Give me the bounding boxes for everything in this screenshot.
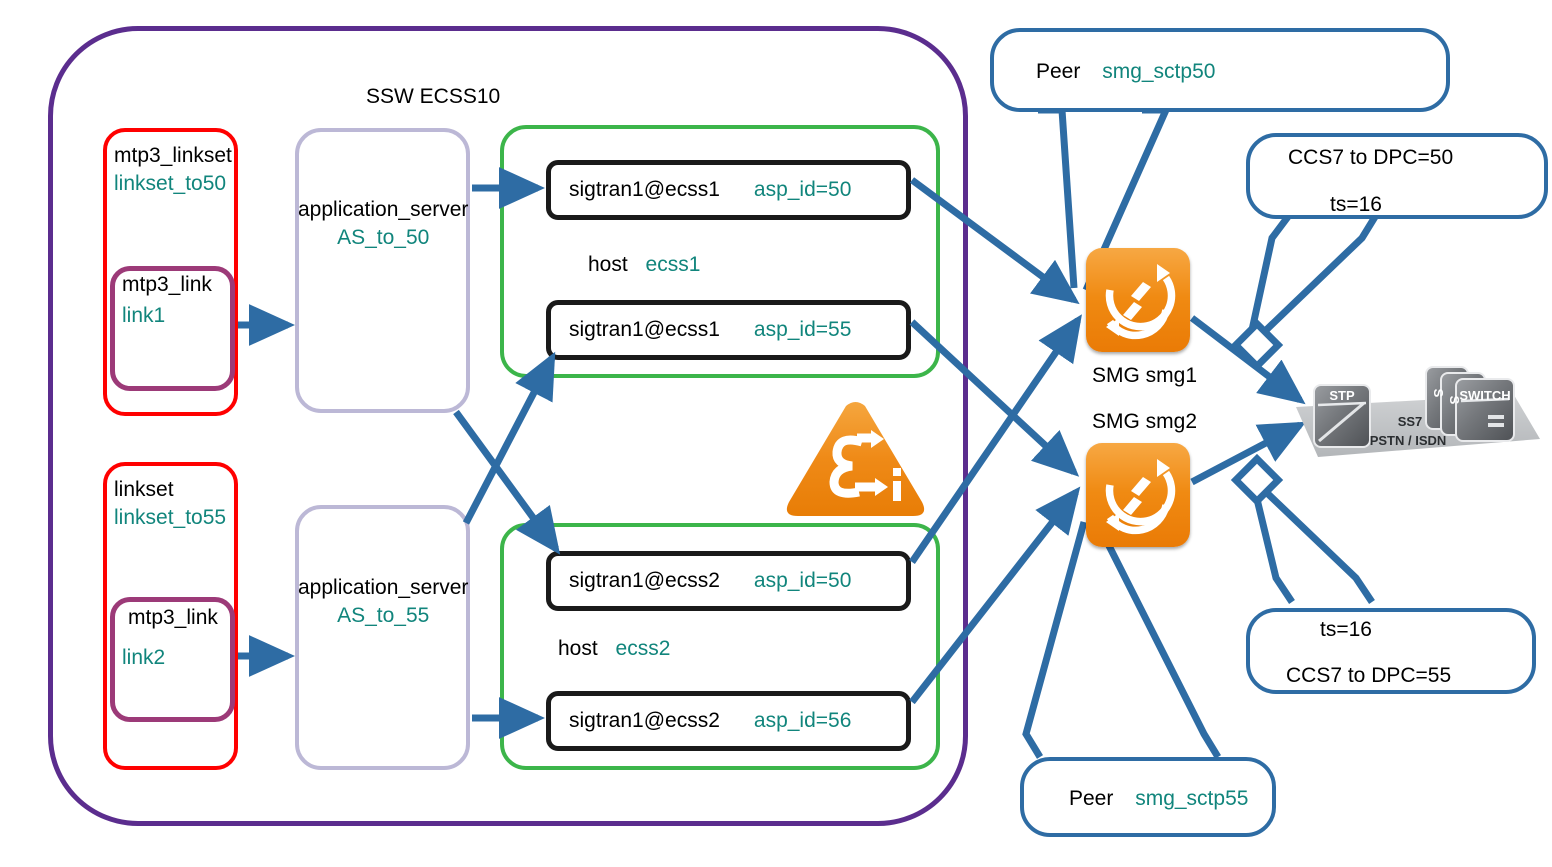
asp-name: sigtran1@ecss1 [569, 318, 720, 341]
arrow-as55-to-asp-ecss1-55 [462, 351, 556, 525]
linkset-to55-labels: linkset linkset_to55 [114, 476, 226, 531]
asp-name: sigtran1@ecss2 [569, 709, 720, 732]
arrow-asp-ecss2-50-to-smg1 [909, 314, 1082, 564]
asp-labels: sigtran1@ecss1 asp_id=55 [569, 318, 851, 342]
smg2-gateway-icon[interactable] [1086, 443, 1190, 547]
callout-tail-ccs7-50-right [1259, 210, 1381, 337]
arrow-asp-ecss2-56-to-smg2 [909, 486, 1081, 705]
host-type-label: host [588, 253, 628, 276]
stp-label: STP [1329, 388, 1355, 403]
callout-label: Peer smg_sctp50 [1036, 60, 1215, 84]
host-ecss2-group [500, 523, 940, 770]
mtp3-link-link2-labels: mtp3_link link2 [122, 604, 218, 671]
linkset-to50-labels: mtp3_linkset linkset_to50 [114, 142, 232, 197]
asp-id: asp_id=50 [753, 569, 852, 592]
linkset-type-label: mtp3_linkset [114, 144, 232, 167]
callout-tail-ccs7-55-left [1252, 494, 1295, 604]
pstn-isdn-label: PSTN / ISDN [1370, 433, 1447, 448]
ss7-pstn-cloud: STP S S SWITCH SS7 PSTN / ISDN [1278, 355, 1546, 470]
switch-label-1: S [1431, 389, 1446, 398]
callout-peer-smg-sctp50: Peer smg_sctp50 [990, 28, 1450, 112]
linkset-type-label: linkset [114, 478, 174, 501]
callout-line-1: CCS7 to DPC=50 [1288, 146, 1454, 169]
application-server-type-label: application_server [298, 198, 469, 221]
callout-tail-ccs7-55-right [1263, 489, 1375, 604]
peer-label: Peer [1036, 60, 1081, 83]
asp-name: sigtran1@ecss1 [569, 178, 720, 201]
mtp3-link-link1-labels: mtp3_link link1 [122, 271, 212, 329]
application-server-type-label: application_server [298, 576, 469, 599]
smg1-gateway-icon[interactable] [1086, 248, 1190, 352]
host-name: ecss2 [615, 637, 671, 660]
host-name: ecss1 [645, 253, 701, 276]
arrow-smg2-to-ss7 [1190, 421, 1307, 486]
asp-labels: sigtran1@ecss2 asp_id=50 [569, 569, 851, 593]
asp-id: asp_id=56 [753, 709, 852, 732]
callout-line-2: ts=16 [1330, 193, 1382, 216]
switch-label-2: S [1447, 396, 1462, 405]
application-server-as-to-50-labels: application_server AS_to_50 [298, 196, 468, 251]
ssw-ecss10-container [48, 26, 968, 826]
application-server-as-to-50-box [295, 128, 470, 413]
callout-tail-ccs7-50-left [1248, 211, 1293, 331]
callout-line-2: CCS7 to DPC=55 [1286, 664, 1452, 687]
host-ecss1-group [500, 125, 940, 378]
arrow-asp-ecss1-50-to-smg1 [909, 177, 1080, 305]
peer-label: Peer [1069, 787, 1114, 810]
arrow-as50-to-asp-ecss2-50 [453, 409, 561, 555]
switch-label-3: SWITCH [1459, 388, 1510, 403]
host-type-label: host [558, 637, 598, 660]
asp-labels: sigtran1@ecss1 asp_id=50 [569, 178, 851, 202]
smg1-caption: SMG smg1 [1092, 364, 1198, 387]
linkset-name: linkset_to55 [114, 505, 227, 529]
mtp3-link-type-label: mtp3_link [122, 273, 212, 296]
callout-peer-smg-sctp55: Peer smg_sctp55 [1020, 757, 1276, 837]
mtp3-link-name: link2 [122, 645, 166, 669]
asp-box-ecss1-50: sigtran1@ecss1 asp_id=50 [546, 160, 911, 220]
mtp3-link-type-label: mtp3_link [128, 606, 218, 629]
peer-value: smg_sctp50 [1102, 60, 1216, 83]
asp-id: asp_id=50 [753, 178, 852, 201]
application-server-as-to-55-box [295, 505, 470, 770]
asp-box-ecss2-56: sigtran1@ecss2 asp_id=56 [546, 691, 911, 751]
mtp3-link-link1-box [110, 266, 235, 391]
callout-line-1: ts=16 [1320, 618, 1372, 641]
asp-box-ecss2-50: sigtran1@ecss2 asp_id=50 [546, 551, 911, 611]
ss7-network-label: SS7 [1398, 414, 1423, 429]
callout-tail-peer-55-right [1092, 518, 1221, 759]
mtp3-link-link2-box [110, 597, 235, 722]
callout-ccs7-dpc-50: CCS7 to DPC=50 ts=16 [1246, 133, 1548, 219]
host-ecss2-label: host ecss2 [558, 637, 670, 661]
peer-value: smg_sctp55 [1135, 787, 1249, 810]
link-diamond-smg2 [1230, 453, 1284, 507]
callout-tail-peer-50-left [1038, 106, 1078, 289]
mtp3-link-name: link1 [122, 303, 166, 327]
arrow-asp-ecss1-55-to-smg2 [909, 319, 1080, 477]
asp-box-ecss1-55: sigtran1@ecss1 asp_id=55 [546, 300, 911, 360]
link-diamond-smg1 [1230, 318, 1284, 372]
application-server-as-to-55-labels: application_server AS_to_55 [298, 574, 468, 629]
linkset-name: linkset_to50 [114, 171, 227, 195]
callout-ccs7-dpc-55: ts=16 CCS7 to DPC=55 [1246, 608, 1536, 694]
callout-tail-peer-55-left [1022, 521, 1088, 759]
smg2-caption: SMG smg2 [1092, 410, 1198, 433]
asp-labels: sigtran1@ecss2 asp_id=56 [569, 709, 851, 733]
application-server-name: AS_to_55 [337, 603, 430, 627]
host-ecss1-label: host ecss1 [588, 253, 700, 277]
asp-name: sigtran1@ecss2 [569, 569, 720, 592]
application-server-name: AS_to_50 [337, 225, 430, 249]
asp-id: asp_id=55 [753, 318, 852, 341]
page-title: SSW ECSS10 [366, 85, 501, 108]
epsilon-info-icon [783, 398, 928, 520]
callout-label: Peer smg_sctp55 [1069, 787, 1248, 811]
